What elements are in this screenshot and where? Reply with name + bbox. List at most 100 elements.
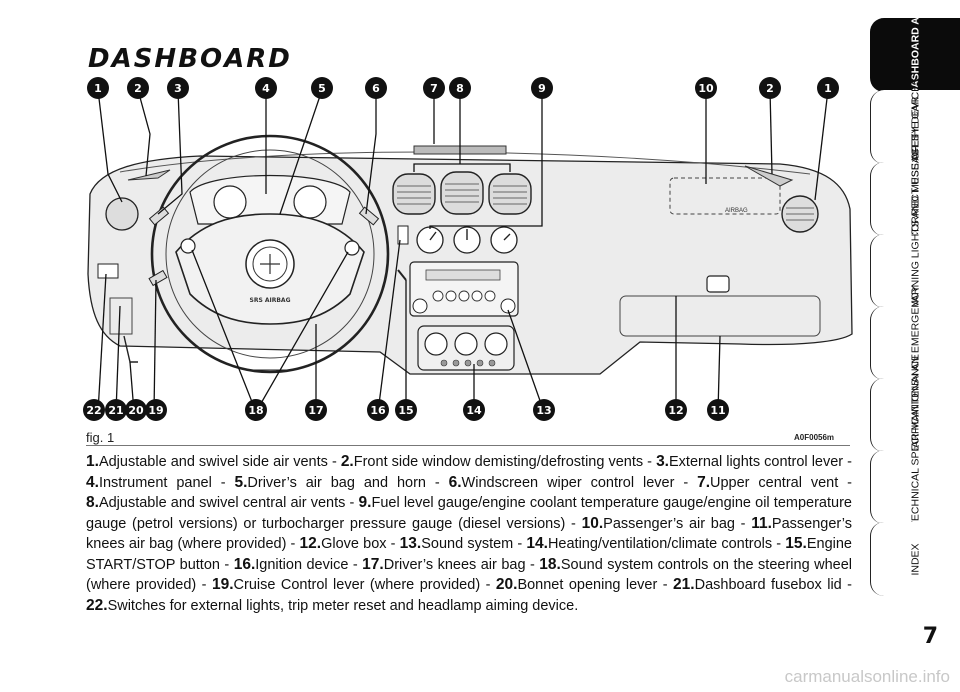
caption-num: 12. xyxy=(299,535,322,552)
caption-num: 5. xyxy=(234,473,248,491)
caption-text: Driver’s air bag and horn - xyxy=(247,474,449,491)
callout-1: 1 xyxy=(87,77,109,99)
callout-19: 19 xyxy=(145,399,167,421)
caption-num: 10. xyxy=(581,514,604,532)
callout-12: 12 xyxy=(665,399,687,421)
svg-text:8: 8 xyxy=(456,82,464,95)
svg-text:15: 15 xyxy=(398,404,413,417)
wiper-control-lever xyxy=(358,206,380,226)
svg-text:3: 3 xyxy=(174,82,182,95)
glove-box-handle xyxy=(706,275,730,293)
section-sidebar: DASHBOARD AND CONTROLS SAFETY DEVICES CO… xyxy=(870,0,960,598)
caption-num: 7. xyxy=(697,473,711,491)
tab-warning-lights[interactable]: WARNING LIGHTS AND MESSAGES xyxy=(870,133,960,311)
leader-lines xyxy=(97,89,829,413)
caption-num: 22. xyxy=(86,596,108,614)
tab-correct-use[interactable]: CORRECT USE OF THE CAR xyxy=(870,96,960,239)
caption-text: Glove box - xyxy=(321,536,400,552)
caption-num: 21. xyxy=(673,576,695,593)
callout-4: 4 xyxy=(255,77,277,99)
tab-index[interactable]: INDEX xyxy=(870,522,960,596)
callout-14: 14 xyxy=(463,399,485,421)
svg-text:21: 21 xyxy=(108,404,123,417)
dashboard-illustration: AIRBAG SRS AIRBAG xyxy=(83,77,853,421)
caption-text: Engine START/STOP button - xyxy=(86,536,852,573)
caption-num: 16. xyxy=(233,555,256,573)
callout-10: 10 xyxy=(695,77,717,99)
svg-text:13: 13 xyxy=(536,404,551,417)
tab-dashboard-and-controls[interactable]: DASHBOARD AND CONTROLS xyxy=(870,0,960,95)
caption-num: 8. xyxy=(86,494,99,511)
caption-text: Ignition device - xyxy=(255,556,363,573)
callout-1-right: 1 xyxy=(817,77,839,99)
svg-text:2: 2 xyxy=(766,82,774,95)
callout-22: 22 xyxy=(83,399,105,421)
ignition-slot xyxy=(397,225,409,245)
site-watermark[interactable]: carmanualsonline.info xyxy=(784,667,950,686)
caption-text: Instrument panel - xyxy=(98,474,235,491)
side-vent-left xyxy=(105,197,139,231)
callout-2-right: 2 xyxy=(759,77,781,99)
svg-text:18: 18 xyxy=(248,404,263,417)
figure-label: fig. 1 xyxy=(86,430,115,445)
tab-label: TECHNICAL SPECIFICATIONS xyxy=(909,378,921,527)
svg-text:2: 2 xyxy=(134,82,142,95)
caption-text: Switches for external lights, trip meter… xyxy=(107,597,579,614)
svg-text:4: 4 xyxy=(262,82,270,95)
callouts-top: 1 2 3 4 5 6 7 8 9 10 2 1 xyxy=(87,77,839,99)
callouts-bottom: 22 21 20 19 18 17 16 15 14 13 12 11 xyxy=(83,399,729,421)
caption-num: 20. xyxy=(495,576,518,593)
callout-18: 18 xyxy=(245,399,267,421)
side-demist-vent-left xyxy=(127,169,171,181)
caption-text: Sound system - xyxy=(421,536,527,552)
caption-num: 1. xyxy=(86,453,99,470)
caption-text: Front side window demisting/defrosting v… xyxy=(353,454,657,470)
tab-car-maintenance[interactable]: CAR MAINTENANCE xyxy=(870,353,960,455)
caption-num: 15. xyxy=(785,535,807,552)
svg-text:11: 11 xyxy=(710,404,725,417)
tab-safety-devices[interactable]: SAFETY DEVICES xyxy=(870,77,960,167)
callout-15: 15 xyxy=(395,399,417,421)
caption-num: 19. xyxy=(211,576,234,593)
caption-text: Upper central vent - xyxy=(710,474,852,491)
callout-5: 5 xyxy=(311,77,333,99)
svg-text:1: 1 xyxy=(824,82,832,95)
steering-airbag-label: SRS AIRBAG xyxy=(250,297,291,304)
svg-text:16: 16 xyxy=(370,404,386,417)
callout-21: 21 xyxy=(105,399,127,421)
caption-num: 17. xyxy=(362,555,384,573)
svg-text:5: 5 xyxy=(318,82,326,95)
svg-text:6: 6 xyxy=(372,82,380,95)
dashboard-figure: AIRBAG SRS AIRBAG xyxy=(80,74,860,424)
svg-text:20: 20 xyxy=(128,404,144,417)
callout-8: 8 xyxy=(449,77,471,99)
page-number: 7 xyxy=(922,624,938,649)
callout-7: 7 xyxy=(423,77,445,99)
figure-divider xyxy=(86,445,850,446)
caption-text: Driver’s knees air bag - xyxy=(383,556,540,573)
caption-text: Passenger’s air bag - xyxy=(603,515,752,532)
light-switch-panel xyxy=(97,263,119,279)
svg-text:17: 17 xyxy=(308,404,323,417)
svg-text:10: 10 xyxy=(698,82,714,95)
tab-in-an-emergency[interactable]: IN AN EMERGENCY xyxy=(870,285,960,383)
callout-11: 11 xyxy=(707,399,729,421)
callout-20: 20 xyxy=(125,399,147,421)
caption-text: Passenger’s knees air bag (where provide… xyxy=(86,515,852,553)
callout-13: 13 xyxy=(533,399,555,421)
tab-label: INDEX xyxy=(909,542,921,576)
svg-text:1: 1 xyxy=(94,82,102,95)
central-vents xyxy=(392,171,532,215)
tab-technical-specifications[interactable]: TECHNICAL SPECIFICATIONS xyxy=(870,378,960,527)
fusebox-lid xyxy=(109,297,133,335)
svg-text:9: 9 xyxy=(538,82,546,95)
svg-text:14: 14 xyxy=(466,404,482,417)
caption-num: 6. xyxy=(448,473,462,491)
caption-num: 13. xyxy=(399,535,422,552)
caption-num: 11. xyxy=(751,514,772,532)
figure-code: A0F0056m xyxy=(794,433,835,442)
callout-9: 9 xyxy=(531,77,553,99)
svg-text:19: 19 xyxy=(148,404,163,417)
callout-2: 2 xyxy=(127,77,149,99)
caption-num: 18. xyxy=(539,555,561,573)
